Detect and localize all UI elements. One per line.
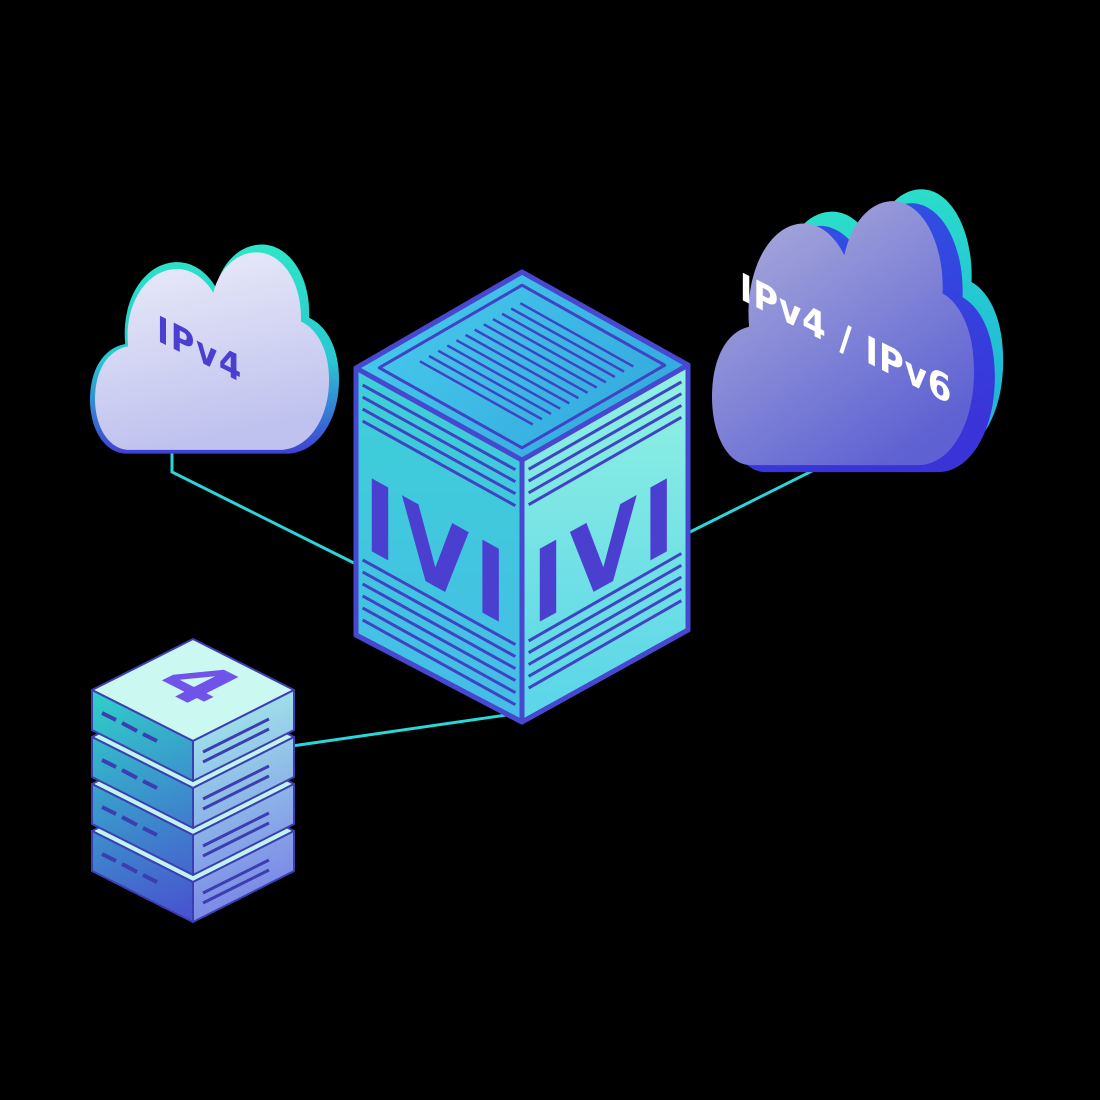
rack-unit-vents: [101, 758, 270, 811]
ipv4-ipv6-cloud: IPv4 / IPv6: [712, 189, 1004, 473]
rack-unit-vents: [101, 805, 270, 858]
server-rack: 4: [91, 638, 295, 923]
rack-unit-vents: [101, 852, 270, 905]
rack-unit-right: [192, 689, 295, 782]
rack-unit-right: [192, 783, 295, 876]
rack-unit: 4: [91, 638, 295, 782]
rack-unit-right: [192, 830, 295, 923]
rack-unit-right: [192, 736, 295, 829]
box-outline: [353, 269, 691, 725]
box-left-face-stripes: [363, 385, 516, 705]
box-right-face-stripes: [529, 382, 682, 688]
ipv4-cloud: IPv4: [90, 244, 340, 454]
ivi-translator-box: IVI IVI: [356, 272, 688, 722]
connector-server-rack: [291, 711, 521, 748]
rack-unit-vents: [101, 711, 270, 764]
box-top-face-stripes: [379, 285, 665, 448]
